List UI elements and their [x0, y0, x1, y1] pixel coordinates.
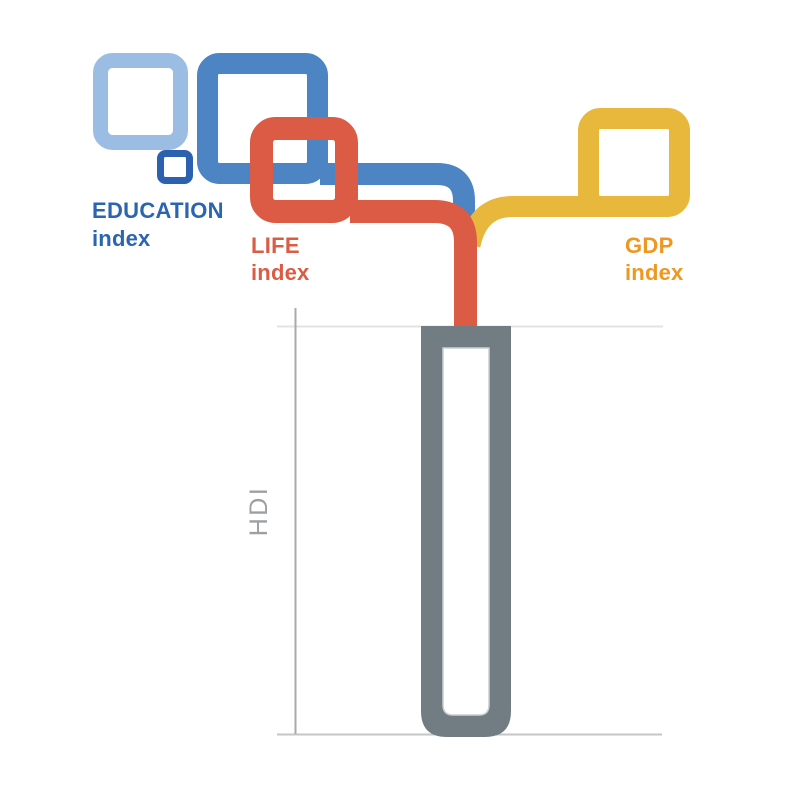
- gdp-label: GDP: [625, 233, 674, 258]
- education-square-light: [93, 53, 188, 150]
- life-pipe: [350, 200, 477, 331]
- hdi-tube-inner: [442, 347, 490, 716]
- education-sublabel: index: [92, 226, 151, 251]
- education-square-small: [157, 150, 193, 184]
- life-sublabel: index: [251, 260, 310, 285]
- life-label: LIFE: [251, 233, 300, 258]
- gdp-sublabel: index: [625, 260, 684, 285]
- life-square: [250, 117, 358, 223]
- gdp-square: [578, 108, 690, 217]
- education-label: EDUCATION: [92, 198, 224, 223]
- education-pipe: [320, 163, 475, 218]
- hdi-axis-label: HDI: [245, 486, 273, 537]
